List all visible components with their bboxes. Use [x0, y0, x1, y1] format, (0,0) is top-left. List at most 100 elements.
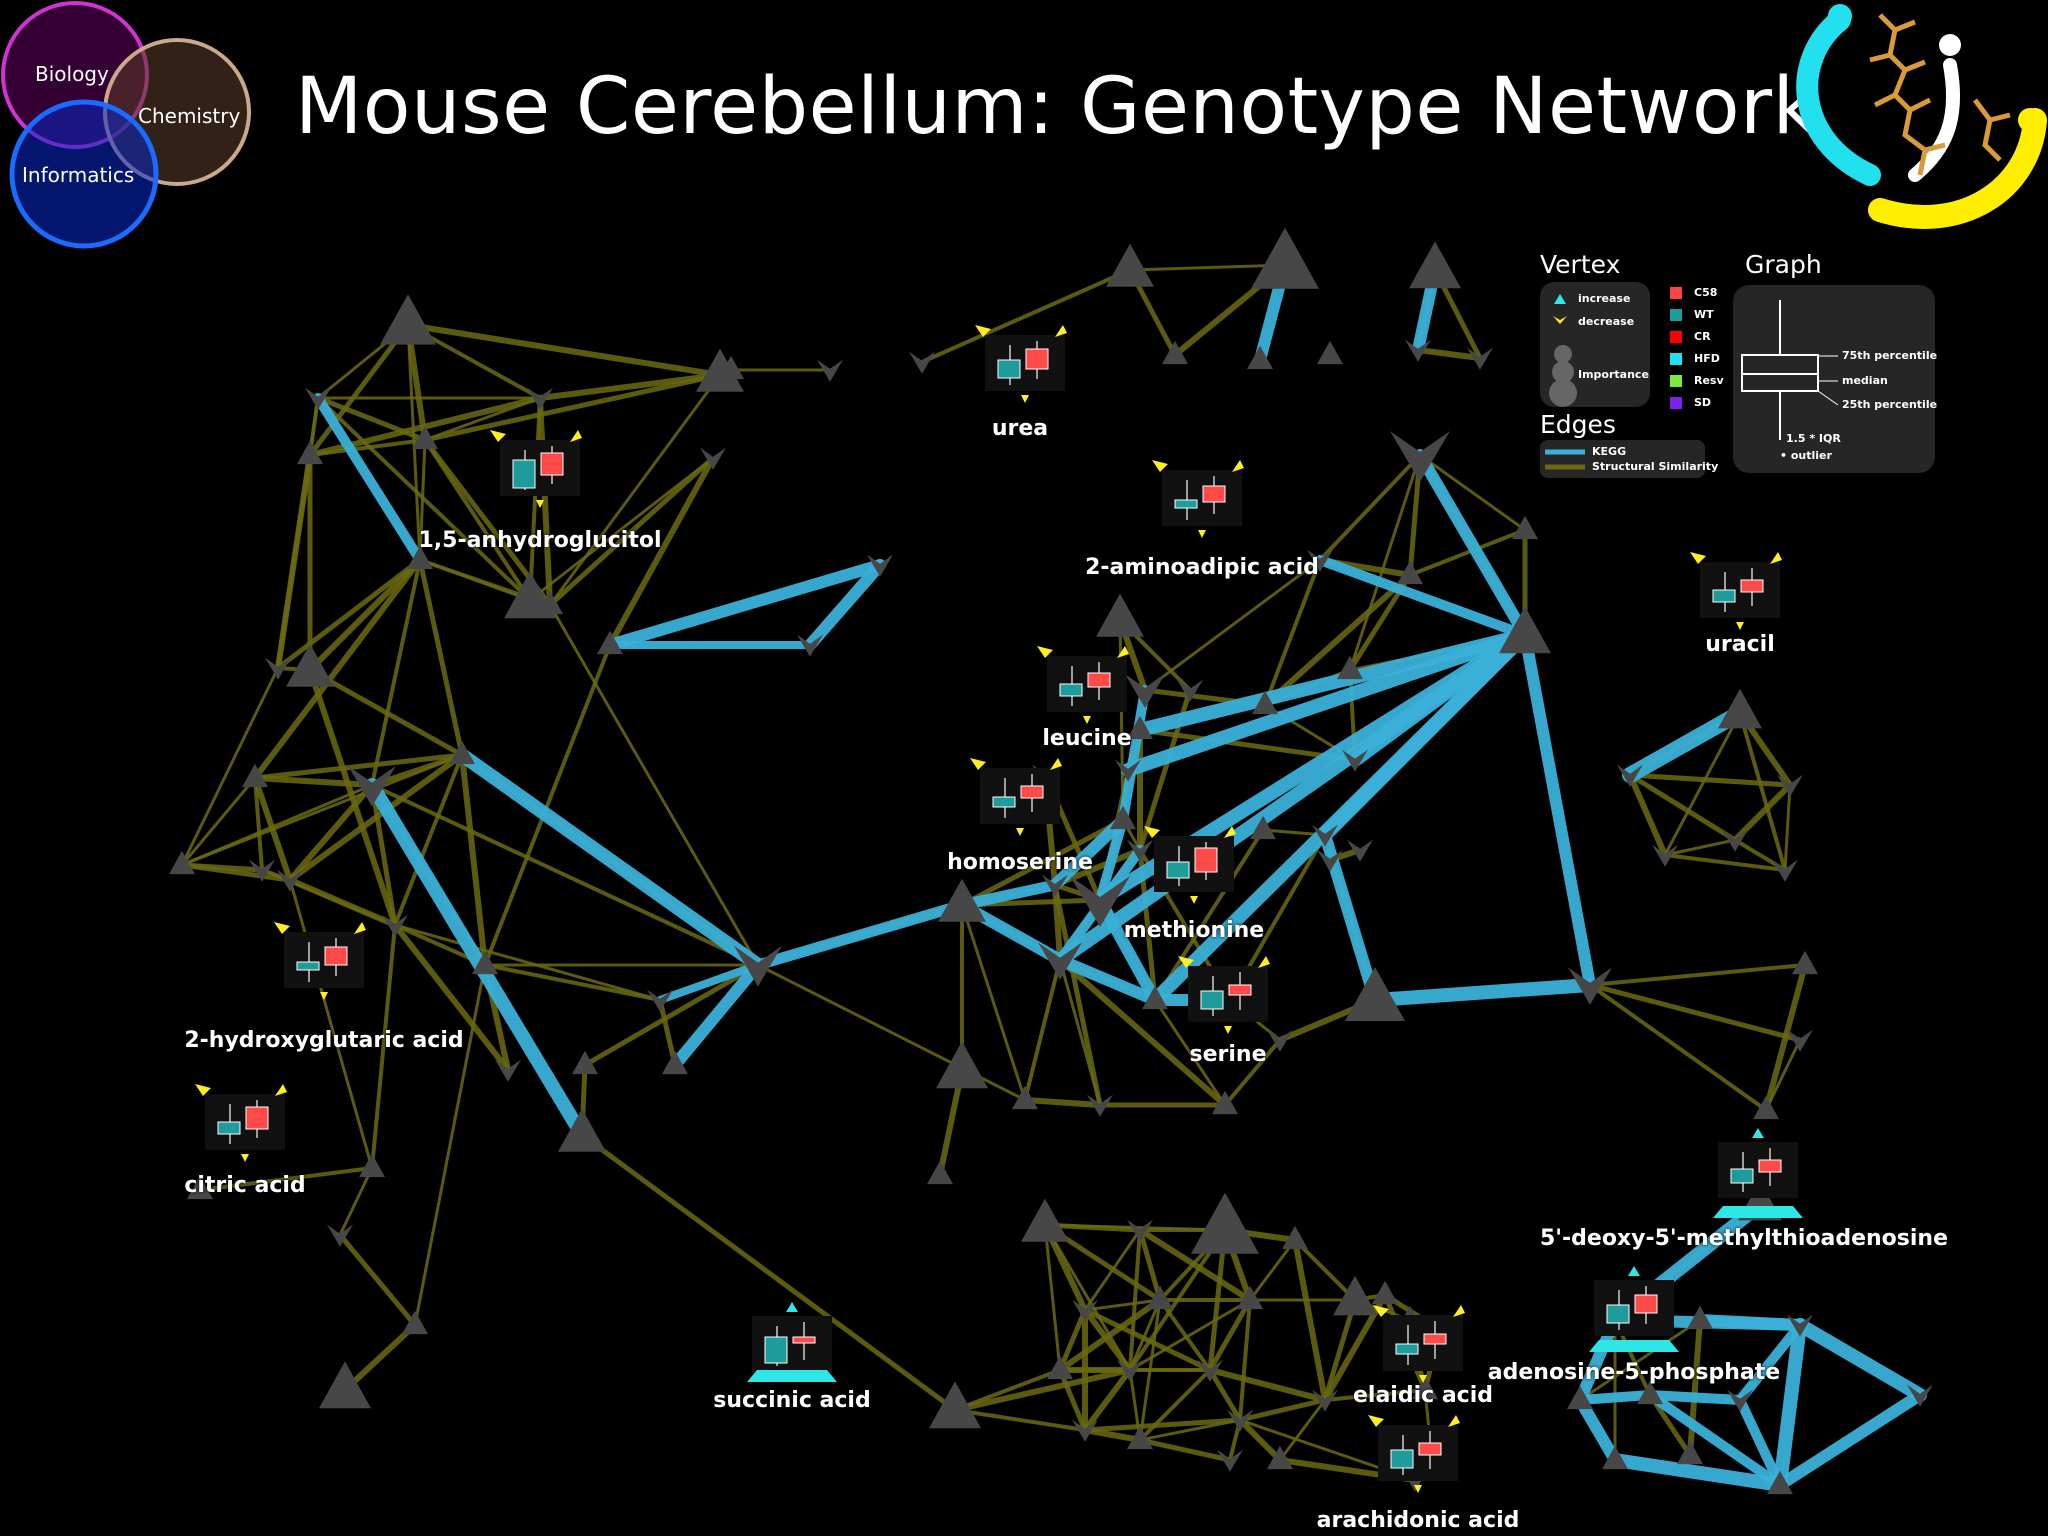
vertex-decrease [734, 945, 782, 987]
kegg-edge [1054, 954, 1161, 1006]
page-title: Mouse Cerebellum: Genotype Network [295, 62, 1819, 152]
vertex-increase [572, 1050, 598, 1075]
legend-swatch-cr [1670, 331, 1682, 343]
kegg-edge [1575, 1390, 1655, 1405]
structural-edge [1239, 1397, 1326, 1423]
vertex-decrease [495, 1059, 521, 1082]
structural-edge [252, 558, 423, 780]
vertex-increase [1110, 805, 1136, 830]
vertex-decrease [249, 859, 275, 882]
vertex-increase [1687, 1305, 1713, 1330]
structural-edge [1207, 1298, 1253, 1372]
vertex-increase [187, 1175, 213, 1200]
vertex-decrease [1038, 942, 1082, 980]
vertex-decrease [647, 989, 673, 1012]
structural-edge [254, 775, 373, 788]
vertex-decrease [1087, 1094, 1113, 1117]
kegg-edge [1645, 1390, 1745, 1405]
vertex-decrease [1125, 674, 1165, 708]
vertex-increase [597, 630, 623, 655]
vertex-decrease [1312, 1389, 1338, 1412]
vertex-decrease [1722, 829, 1748, 852]
kegg-edge [1414, 449, 1531, 641]
structural-edge [1579, 1318, 1701, 1402]
vertex-decrease [1127, 1219, 1153, 1242]
vertex-increase [1718, 688, 1762, 729]
structural-edge [1763, 964, 1808, 1111]
vertex-increase [1012, 1085, 1038, 1110]
node-label-aminoadipic-acid: 2-aminoadipic acid [1085, 555, 1319, 580]
vertex-increase [662, 1050, 688, 1075]
boxplot-citric [195, 1084, 287, 1162]
structural-edge [181, 862, 263, 873]
vertex-increase [1251, 227, 1319, 289]
legend-group-c58: C58 [1694, 286, 1718, 299]
vertex-increase [359, 1153, 385, 1178]
vertex-increase [1409, 241, 1461, 289]
structural-edge [1292, 1239, 1328, 1401]
structural-edge [424, 372, 721, 443]
legend-graphics [1540, 282, 1935, 478]
vertex-increase [1191, 1192, 1259, 1254]
node-label-urea: urea [991, 416, 1049, 441]
vertex-increase [286, 643, 334, 687]
legend-graph-box [1733, 285, 1935, 473]
kegg-edge [1694, 1314, 1806, 1331]
vertex-increase [1499, 606, 1551, 654]
vertex-decrease [1467, 347, 1493, 370]
vertex-increase [1602, 1445, 1628, 1470]
structural-edge [529, 456, 714, 602]
structural-edge [253, 777, 264, 871]
structural-edge [393, 754, 464, 926]
vertex-decrease [1787, 1314, 1813, 1337]
boxplot-hydroxyglutaric [274, 922, 366, 1000]
increase-base [1589, 1340, 1679, 1352]
vertex-decrease [1312, 824, 1338, 847]
structural-edge [1409, 528, 1526, 577]
vertex-decrease [327, 1224, 353, 1247]
vertex-increase [1372, 1280, 1398, 1305]
structural-edge [1024, 1097, 1101, 1108]
structural-edge [1293, 1238, 1357, 1302]
kegg-edge [1735, 1320, 1805, 1405]
structural-edge [1153, 999, 1227, 1106]
structural-edge [1348, 454, 1422, 671]
structural-edge [1629, 772, 1791, 788]
boxplot-succinic [752, 1302, 832, 1372]
vertex-increase [929, 1381, 981, 1429]
vertex-increase [407, 545, 433, 570]
vertex-decrease [1390, 431, 1450, 482]
structural-edge [1139, 1437, 1231, 1463]
structural-edge [1084, 1298, 1161, 1312]
institute-logo [1796, 4, 2047, 229]
kegg-edge [1318, 628, 1532, 842]
structural-edge [1732, 782, 1793, 843]
vertex-increase [169, 850, 195, 875]
structural-edge [338, 1233, 417, 1327]
structural-edge [1023, 959, 1062, 1101]
structural-edge [252, 777, 293, 881]
vertex-decrease [382, 914, 408, 937]
vertex-increase [1767, 1470, 1793, 1495]
structural-edge [459, 754, 488, 966]
vertex-increase [1337, 655, 1363, 680]
kegg-edge [455, 748, 765, 972]
structural-edge [276, 397, 320, 669]
structural-edge [1083, 1229, 1142, 1311]
structural-edge [1128, 1299, 1162, 1371]
vertex-increase [1252, 690, 1278, 715]
vertex-increase [242, 763, 268, 788]
structural-edge [1083, 1307, 1212, 1373]
venn-informatics-label: Informatics [22, 163, 135, 187]
node-label-adenosine-5-phosphate: adenosine-5-phosphate [1487, 1360, 1781, 1385]
structural-edge [180, 777, 257, 866]
vertex-increase [1021, 1198, 1069, 1242]
structural-edge [1082, 1368, 1133, 1432]
structural-edge [199, 1166, 373, 1192]
vertex-decrease [1347, 839, 1373, 862]
kegg-edge [313, 393, 425, 565]
kegg-edge [1053, 628, 1532, 967]
vertex-decrease [277, 869, 303, 892]
